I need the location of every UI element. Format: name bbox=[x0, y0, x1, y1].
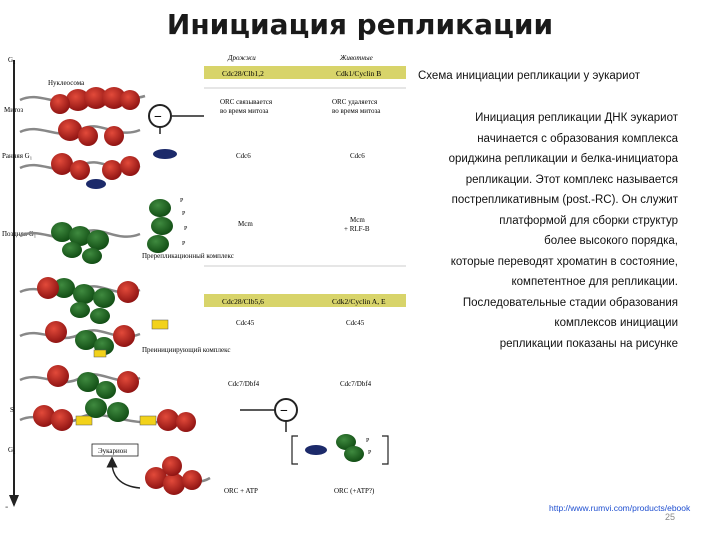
mcm-yeast: Mcm bbox=[238, 220, 253, 228]
mcm-animal-2: + RLF-B bbox=[344, 225, 370, 233]
cdc45-yeast: Cdc45 bbox=[236, 319, 255, 327]
svg-text:P: P bbox=[182, 241, 186, 247]
label-orc-atp-yeast: ORC + ATP bbox=[224, 487, 258, 495]
inhibition-marker-top: − bbox=[148, 104, 204, 134]
text-line: которые переводят хроматин в состояние, bbox=[450, 255, 678, 268]
helicase-box bbox=[91, 443, 139, 457]
label-helicase: Эукарион bbox=[98, 447, 127, 455]
page-number: 25 bbox=[665, 512, 676, 522]
svg-text:P: P bbox=[184, 226, 188, 232]
band2-animals: Cdk2/Cyclin A, E bbox=[332, 297, 386, 306]
text-line: Последовательные стадии образования bbox=[462, 296, 678, 309]
orc-yeast-2: во время митоза bbox=[220, 107, 269, 115]
text-line: комплексов инициации bbox=[554, 317, 678, 329]
label-orc-atp-animal: ORC (+ATP?) bbox=[334, 487, 375, 495]
svg-text:P: P bbox=[182, 211, 186, 217]
slide-title: Инициация репликации bbox=[166, 8, 554, 41]
band1-animals: Cdk1/Cyclin B bbox=[336, 69, 381, 78]
time-axis-arrow bbox=[9, 495, 19, 507]
label-pre-rc: Пререпликационный комплекс bbox=[142, 252, 234, 260]
axis-label-g2: G₂ bbox=[8, 56, 16, 64]
band2-yeast: Cdc28/Clb5,6 bbox=[222, 297, 264, 306]
axis-label-s: S bbox=[10, 406, 14, 414]
kinase-band-mitotic bbox=[204, 66, 406, 79]
text-line: платформой для сборки структур bbox=[499, 214, 678, 227]
replication-initiation-diagram: G₂ Митоз Ранняя G₁ Поздняя G₁ S G₂ Дрожж… bbox=[2, 54, 406, 507]
svg-text:P: P bbox=[368, 450, 372, 456]
orc-yeast-1: ORC связывается bbox=[220, 98, 273, 106]
stage-late-g1: P P P P bbox=[19, 198, 188, 264]
band1-yeast: Cdc28/Clb1,2 bbox=[222, 69, 264, 78]
text-line: ориджина репликации и белка-инициатора bbox=[448, 153, 678, 165]
header-animals: Животные bbox=[339, 54, 373, 62]
text-line: компетентное для репликации. bbox=[511, 276, 679, 288]
svg-text:P: P bbox=[366, 438, 370, 444]
cdc6-yeast: Cdc6 bbox=[236, 152, 251, 160]
svg-text:−: − bbox=[280, 404, 288, 419]
stage-cdc45 bbox=[19, 319, 169, 358]
stray-mark: - bbox=[5, 502, 9, 513]
cdc45-animal: Cdc45 bbox=[346, 319, 365, 327]
cdc6-animal: Cdc6 bbox=[350, 152, 365, 160]
inhibition-marker-bottom: − bbox=[240, 398, 298, 432]
kinase-band-s-phase bbox=[204, 294, 406, 307]
text-line: Инициация репликации ДНК эукариот bbox=[475, 112, 678, 124]
diagram-caption: Схема инициации репликации у эукариот bbox=[418, 70, 640, 82]
svg-text:P: P bbox=[180, 198, 184, 204]
header-yeast: Дрожжи bbox=[227, 54, 256, 62]
mcm-animal-1: Mcm bbox=[350, 216, 365, 224]
axis-label-early-g1: Ранняя G₁ bbox=[2, 152, 32, 160]
orc-animal-1: ORC удаляется bbox=[332, 98, 378, 106]
axis-label-mitosis: Митоз bbox=[4, 106, 23, 114]
axis-label-g2-bottom: G₂ bbox=[8, 446, 16, 454]
axis-label-late-g1: Поздняя G₁ bbox=[2, 230, 36, 238]
description-text: Инициация репликации ДНК эукариот начина… bbox=[404, 108, 678, 354]
stage-s-phase bbox=[19, 398, 196, 432]
cdc7-yeast: Cdc7/Dbf4 bbox=[228, 380, 260, 388]
label-pre-init: Преинициирующий комплекс bbox=[142, 346, 230, 354]
text-line: более высокого порядка, bbox=[544, 235, 678, 247]
label-nucleosome: Нуклеосома bbox=[48, 79, 85, 87]
source-link[interactable]: http://www.rumvi.com/products/ebook bbox=[549, 503, 691, 513]
stage-mitosis bbox=[19, 87, 146, 114]
cycle-return-arrow bbox=[106, 456, 141, 489]
stage-pre-initiation bbox=[19, 365, 141, 399]
text-line: начинается с образования комплекса bbox=[477, 132, 678, 145]
cdc7-animal: Cdc7/Dbf4 bbox=[340, 380, 372, 388]
svg-text:−: − bbox=[154, 110, 162, 125]
stage-pre-rc-loaded bbox=[19, 277, 141, 324]
orc-release-complex: P P bbox=[291, 434, 389, 465]
stage-post-replication bbox=[145, 456, 211, 495]
text-line: репликации показаны на рисунке bbox=[499, 337, 678, 350]
stage-early-g1 bbox=[19, 153, 141, 189]
text-line: репликации. Этот комплекс называется bbox=[465, 173, 678, 186]
orc-animal-2: во время митоза bbox=[332, 107, 381, 115]
text-line: пострепликативным (post.-RC). Он служит bbox=[451, 194, 678, 206]
stage-orc-binding bbox=[19, 119, 177, 159]
